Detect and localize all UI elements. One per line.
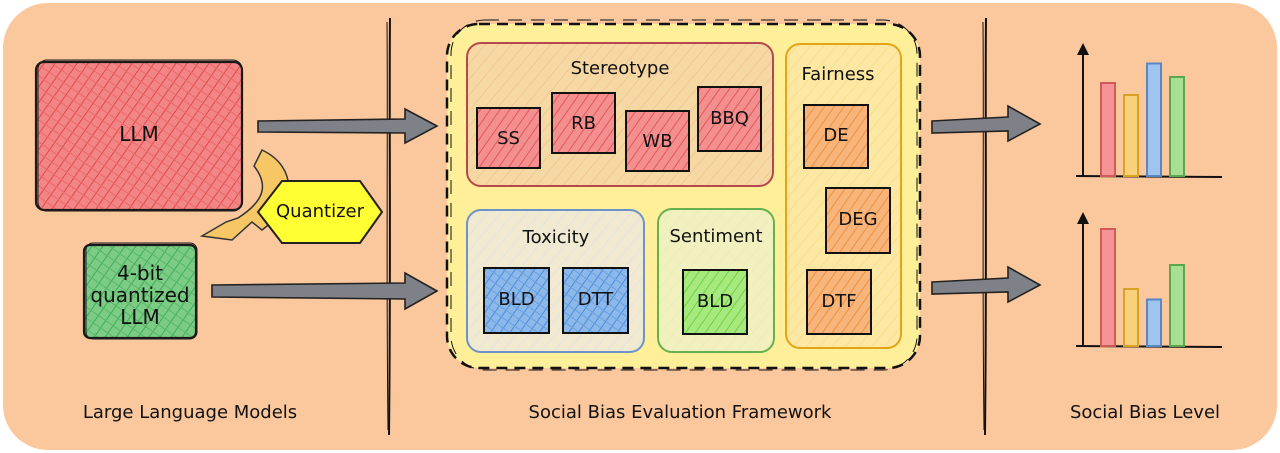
quantized-llm-label: 4-bit quantized LLM: [90, 261, 190, 329]
chart-top-bar-sentiment: [1169, 76, 1185, 177]
stereotype-item-bbq-label: BBQ: [710, 108, 749, 129]
divider-line-left-sketch: [386, 21, 389, 431]
chart-top-bar-fairness: [1123, 94, 1139, 177]
toxicity-item-bld: [483, 267, 550, 334]
stereotype-item-ss-label: SS: [497, 128, 520, 149]
chart-top-bar-toxicity: [1146, 62, 1162, 177]
section-caption-level: Social Bias Level: [1069, 402, 1221, 423]
stereotype-item-wb: [625, 110, 690, 172]
stereotype-item-rb-label: RB: [571, 113, 596, 134]
fairness-title: Fairness: [801, 64, 875, 85]
toxicity-item-dtt-label: DTT: [577, 289, 614, 310]
arrow-quantized-to-framework: [211, 271, 439, 311]
sentiment-title: Sentiment: [669, 226, 763, 247]
toxicity-item-dtt: [562, 267, 629, 334]
chart-bottom-bar-sentiment: [1169, 264, 1185, 347]
arrow-framework-to-chart-bottom: [931, 265, 1042, 304]
fairness-item-deg: [825, 187, 891, 254]
sentiment-item-bld: [682, 269, 748, 335]
fairness-item-deg-label: DEG: [838, 209, 878, 230]
llm-label: LLM: [119, 122, 159, 146]
chart-top-bar-stereotype: [1100, 82, 1116, 177]
arrow-framework-to-chart-top: [931, 104, 1042, 143]
stereotype-group: [466, 42, 774, 187]
divider-line-left: [388, 17, 391, 436]
quantizer-label: Quantizer: [276, 201, 364, 222]
fairness-item-dtf-label: DTF: [821, 291, 857, 312]
section-caption-framework: Social Bias Evaluation Framework: [528, 402, 832, 423]
quantizer-hexagon: [256, 180, 384, 244]
chart-bottom-bar-fairness: [1123, 288, 1139, 347]
arrow-llm-to-framework: [257, 107, 439, 145]
sentiment-item-bld-label: BLD: [696, 291, 734, 312]
section-caption-models: Large Language Models: [82, 402, 298, 423]
chart-bottom-bars: [1100, 228, 1185, 347]
llm-box: [34, 59, 244, 212]
quantized-llm-box: [82, 242, 198, 340]
fairness-item-de-label: DE: [823, 125, 849, 146]
chart-top-bars: [1100, 62, 1185, 177]
fairness-item-dtf: [806, 269, 872, 335]
divider-line-right: [984, 17, 987, 436]
chart-bottom-bar-toxicity: [1146, 298, 1162, 347]
divider-line-right-sketch: [982, 21, 985, 431]
stereotype-item-ss: [476, 107, 541, 169]
stereotype-item-bbq: [697, 86, 762, 152]
toxicity-title: Toxicity: [522, 227, 590, 248]
chart-bottom-bar-stereotype: [1100, 228, 1116, 347]
fairness-item-de: [803, 104, 869, 169]
toxicity-item-bld-label: BLD: [498, 289, 535, 310]
stereotype-title: Stereotype: [570, 58, 670, 79]
stereotype-item-wb-label: WB: [642, 131, 673, 152]
stereotype-item-rb: [551, 92, 616, 154]
